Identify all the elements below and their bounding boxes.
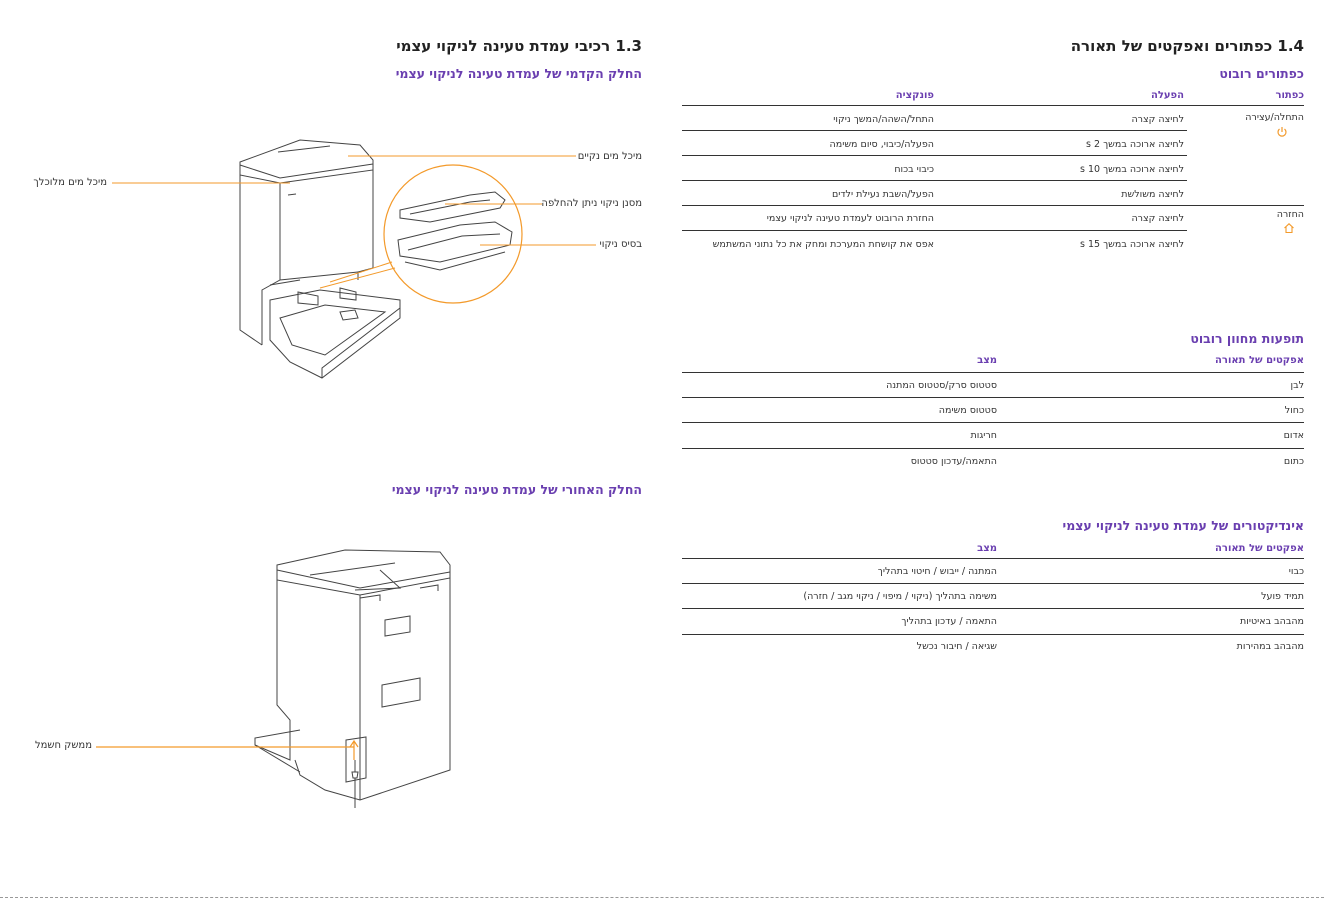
table-row-op: לחיצה קצרה <box>1131 114 1184 125</box>
callout-power: ממשק חשמל <box>34 740 92 751</box>
col-head-effect: אפקטים של תאורה <box>1215 543 1304 554</box>
table-rule <box>682 372 1304 373</box>
table-rule <box>682 634 1304 635</box>
col-head-operation: הפעלה <box>1150 90 1184 101</box>
table-row-fn: הפעלה/כיבוי, סיום משימה <box>829 139 934 150</box>
table-rule <box>682 105 1304 106</box>
indicator-effect: אדום <box>1283 430 1304 441</box>
dock-indicator-effect: מהבהב במהירות <box>1236 641 1304 652</box>
table-row-op: לחיצה ארוכה במשך 2 s <box>1086 139 1184 150</box>
table-rule <box>682 230 1187 231</box>
right-page: 1.4 כפתורים ואפקטים של תאורה כפתורים רוב… <box>662 0 1324 902</box>
table-rule <box>682 608 1304 609</box>
col-head-function: פונקציה <box>895 90 934 101</box>
table-row-fn: כיבוי בכוח <box>894 164 934 175</box>
dock-indicator-state: המתנה / ייבוש / חיטוי בתהליך <box>877 566 997 577</box>
dock-indicator-state: התאמה / עדכון בתהליך <box>901 616 997 627</box>
table-row-fn: התחל/השהה/המשך ניקוי <box>833 114 934 125</box>
dock-indicator-effect: מהבהב באיטיות <box>1240 616 1304 627</box>
callout-dirty-water: מיכל מים מלוכלך <box>33 177 107 188</box>
col-head-effect: אפקטים של תאורה <box>1215 355 1304 366</box>
callout-filter: מסנן ניקוי ניתן להחלפה <box>541 198 642 209</box>
table-rule <box>682 558 1304 559</box>
indicator-state: חריגות <box>970 430 997 441</box>
table-rule <box>682 583 1304 584</box>
section-title-buttons: 1.4 כפתורים ואפקטים של תאורה <box>1070 37 1304 55</box>
button-name-start-stop: התחלה/עצירה <box>1245 112 1304 123</box>
dock-indicator-effect: תמיד פועל <box>1261 591 1304 602</box>
table-rule <box>682 130 1187 131</box>
callout-base: בסיס ניקוי <box>599 239 642 250</box>
col-head-state: מצב <box>977 543 997 554</box>
table-rule <box>682 180 1187 181</box>
front-title: החלק הקדמי של עמדת טעינה לניקוי עצמי <box>395 66 642 81</box>
table-row-fn: הפעל/השבת נעילת ילדים <box>831 189 934 200</box>
section-title-components: 1.3 רכיבי עמדת טעינה לניקוי עצמי <box>396 37 642 55</box>
callout-clean-water: מיכל מים נקיים <box>577 151 642 162</box>
indicator-effect: כחול <box>1284 405 1304 416</box>
button-name-home: החזרה <box>1276 209 1304 220</box>
back-title: החלק האחורי של עמדת טעינה לניקוי עצמי <box>391 482 642 497</box>
indicators-title: תופעות מחוון רובוט <box>1190 331 1304 346</box>
dock-indicator-state: משימה בתהליך (ניקוי / מיפוי / ניקוי מגב … <box>803 591 997 602</box>
indicator-state: סטטוס סרק/סטטוס המתנה <box>886 380 997 391</box>
bottom-cut-line <box>0 897 1324 898</box>
table-row-op: לחיצה משולשת <box>1121 189 1184 200</box>
left-page: 1.3 רכיבי עמדת טעינה לניקוי עצמי החלק הק… <box>33 37 642 808</box>
table-rule <box>682 205 1304 206</box>
table-rule <box>682 155 1187 156</box>
power-icon <box>1277 127 1287 137</box>
indicator-effect: לבן <box>1290 380 1304 391</box>
dock-indicator-effect: כבוי <box>1288 566 1304 577</box>
buttons-title: כפתורים רובוט <box>1219 66 1304 81</box>
table-row-op: לחיצה קצרה <box>1131 213 1184 224</box>
table-rule <box>682 397 1304 398</box>
table-rule <box>682 448 1304 449</box>
indicator-state: התאמה/עדכון סטטוס <box>910 456 997 467</box>
col-head-state: מצב <box>977 355 997 366</box>
table-row-op: לחיצה ארוכה במשך 15 s <box>1079 239 1184 250</box>
indicator-effect: כתום <box>1283 456 1304 467</box>
home-icon <box>1284 223 1294 234</box>
dock-indicators-title: אינדיקטורים של עמדת טעינה לניקוי עצמי <box>1062 518 1304 533</box>
dock-indicator-state: שגיאה / חיבור נכשל <box>916 641 997 652</box>
table-row-fn: החזרת הרובוט לעמדת טעינה לניקוי עצמי <box>766 213 934 224</box>
indicator-state: סטטוס משימה <box>938 405 997 416</box>
table-row-op: לחיצה ארוכה במשך 10 s <box>1079 164 1184 175</box>
table-rule <box>682 422 1304 423</box>
dock-front-illustration <box>96 139 596 808</box>
table-row-fn: אפס את קושחת המערכת ומחק את כל נתוני המש… <box>712 239 934 250</box>
col-head-button: כפתור <box>1275 90 1304 101</box>
